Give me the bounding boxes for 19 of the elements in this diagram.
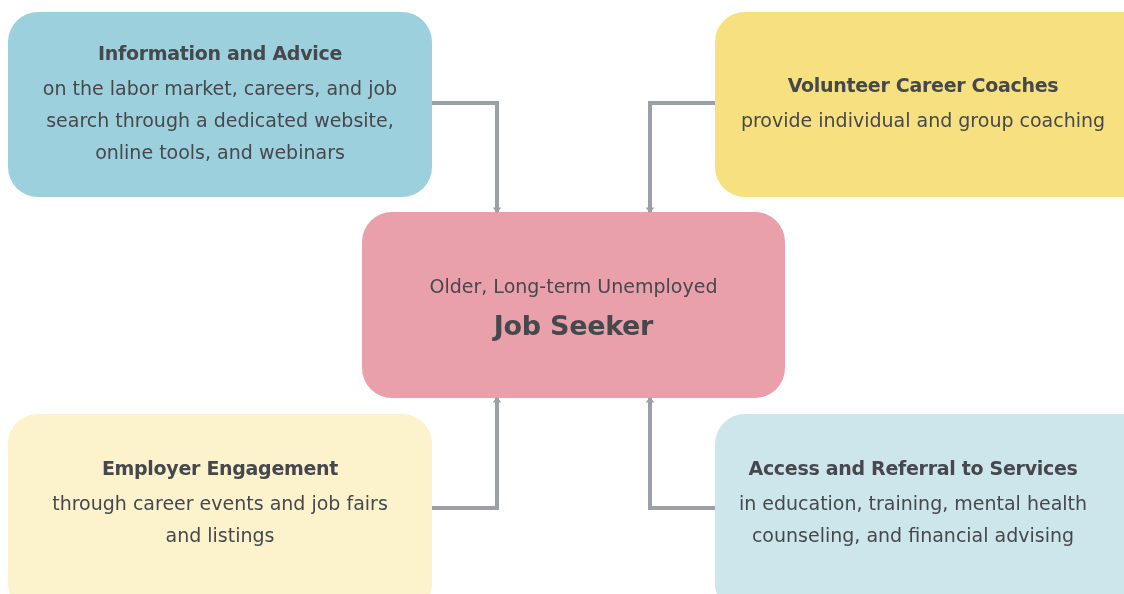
box-heading: Volunteer Career Coaches: [787, 73, 1059, 96]
box-heading: Employer Engagement: [101, 457, 339, 479]
box-text: provide individual and group coaching: [740, 107, 1106, 133]
box-text: through career events and job fairs and listings: [51, 491, 389, 548]
rounded-box: [8, 414, 432, 594]
box-text: Older, Long-term Unemployed: [429, 273, 718, 299]
rounded-box: [715, 414, 1124, 594]
arrow: [432, 397, 502, 510]
rounded-box: [715, 12, 1124, 197]
box-text: in education, training, mental health counseling, and financial advising: [737, 491, 1089, 548]
rounded-box: [8, 12, 432, 197]
box-heading: Access and Referral to Services: [748, 457, 1078, 479]
arrow: [645, 397, 715, 510]
box-heading: Job Seeker: [493, 309, 654, 341]
box-heading: Information and Advice: [98, 41, 342, 64]
box-text: on the labor market, careers, and job search through a dedicated website, online tools, and webinars: [41, 75, 399, 165]
arrow: [645, 101, 715, 213]
rounded-box: [362, 212, 785, 398]
arrow: [432, 101, 502, 213]
